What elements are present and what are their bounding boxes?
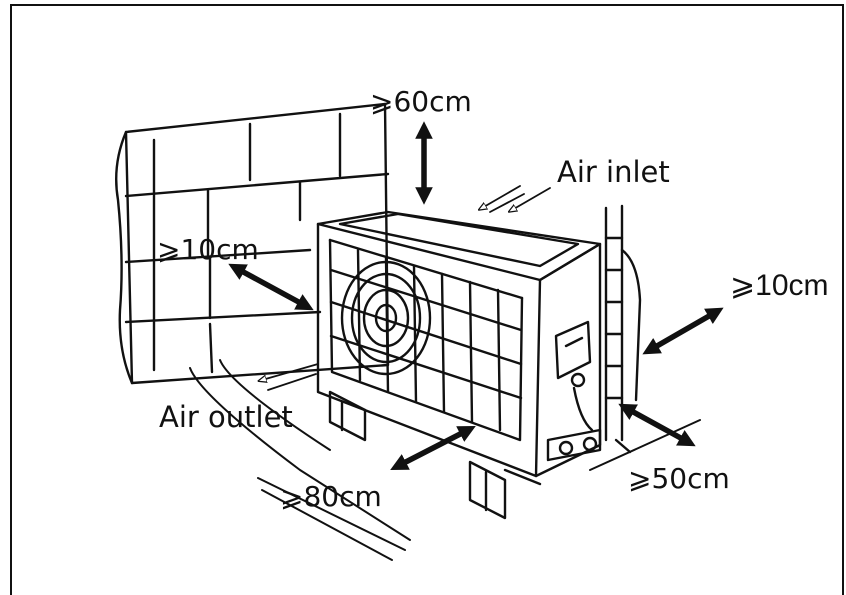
- arrow-left-clearance: [228, 263, 314, 311]
- wall: [115, 102, 390, 385]
- top-clearance-label: ⩾60cm: [370, 85, 472, 118]
- air-inlet-flow-arrows: [482, 185, 551, 213]
- front-clearance-label: ⩾80cm: [280, 480, 382, 513]
- back-clearance-label: ⩾50cm: [628, 462, 730, 495]
- left-clearance-label: ⩾10cm: [157, 233, 259, 266]
- pipes: [604, 204, 642, 454]
- air-outlet-flow-arrows: [262, 363, 319, 391]
- air-outlet-label: Air outlet: [159, 400, 293, 434]
- right-clearance-label: ⩾10cm: [730, 269, 829, 302]
- diagram-frame: [10, 4, 844, 595]
- air-inlet-label: Air inlet: [557, 155, 670, 189]
- arrow-front-clearance: [390, 425, 476, 471]
- ground-lines: [189, 359, 701, 561]
- arrow-back-clearance: [618, 403, 696, 447]
- outdoor-ac-unit: [316, 210, 602, 520]
- arrow-right-clearance: [642, 307, 724, 355]
